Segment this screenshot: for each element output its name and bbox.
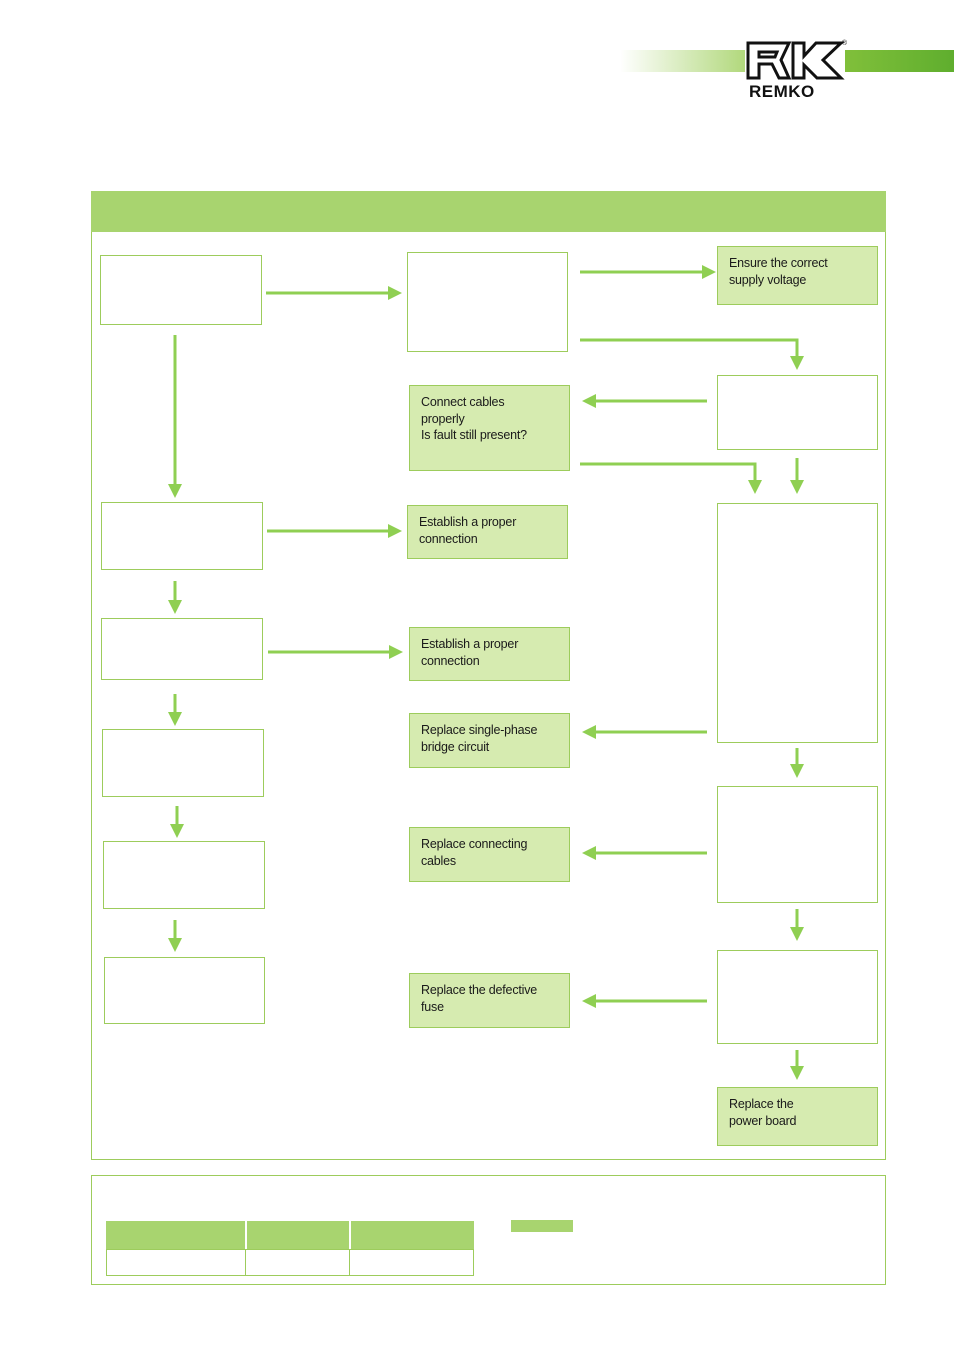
action-establish-connection-2: Establish a proper connection <box>409 627 570 681</box>
remko-logo-mark-icon <box>746 41 845 80</box>
legend-table-header <box>106 1221 474 1249</box>
legend-table-cell-1 <box>106 1249 246 1276</box>
right-step-3 <box>717 786 878 903</box>
right-step-2 <box>717 503 878 743</box>
logo-wordmark: REMKO <box>749 82 815 101</box>
right-step-4 <box>717 950 878 1044</box>
left-step-3 <box>101 618 263 680</box>
action-replace-bridge-circuit: Replace single-phase bridge circuit <box>409 713 570 768</box>
left-step-4 <box>102 729 264 797</box>
action-establish-connection-1: Establish a proper connection <box>407 505 568 559</box>
flowchart-header-bar <box>91 191 886 232</box>
right-step-1 <box>717 375 878 450</box>
middle-check-voltage <box>407 252 568 352</box>
action-replace-power-board: Replace the power board <box>717 1087 878 1146</box>
legend-table-cell-2 <box>245 1249 350 1276</box>
legend-color-swatch <box>511 1220 573 1232</box>
legend-header-divider-2 <box>349 1221 351 1249</box>
action-replace-connecting-cables: Replace connecting cables <box>409 827 570 882</box>
left-step-5 <box>103 841 265 909</box>
legend-table-cell-3 <box>349 1249 474 1276</box>
left-step-2 <box>101 502 263 570</box>
action-ensure-voltage: Ensure the correct supply voltage <box>717 246 878 305</box>
legend-frame <box>91 1175 886 1285</box>
action-replace-defective-fuse: Replace the defective fuse <box>409 973 570 1028</box>
left-step-1 <box>100 255 262 325</box>
left-step-6 <box>104 957 265 1024</box>
remko-logo: ® REMKO <box>745 40 847 102</box>
registered-mark: ® <box>841 40 847 47</box>
action-connect-cables: Connect cables properly Is fault still p… <box>409 385 570 471</box>
legend-header-divider-1 <box>245 1221 247 1249</box>
